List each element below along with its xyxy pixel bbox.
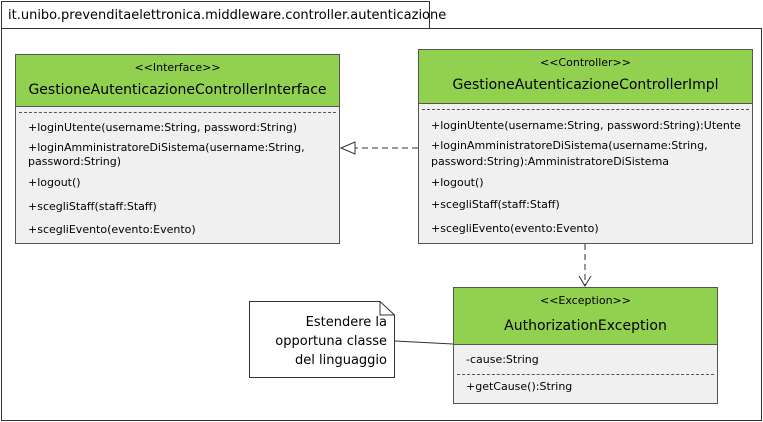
note-line: Estendere la xyxy=(305,315,387,330)
interface-class-name: GestioneAutenticazioneControllerInterfac… xyxy=(28,82,327,98)
note[interactable]: Estendere la opportuna classe del lingua… xyxy=(249,301,395,378)
impl-class-name: GestioneAutenticazioneControllerImpl xyxy=(452,77,719,93)
impl-operation: +loginUtente(username:String, password:S… xyxy=(431,119,741,132)
dependency-arrowhead xyxy=(578,275,592,287)
interface-operation: +loginAmministratoreDiSistema(username:S… xyxy=(28,141,305,154)
impl-operation: +loginAmministratoreDiSistema(username:S… xyxy=(431,139,708,152)
impl-operation: password:String):AmministratoreDiSistema xyxy=(431,155,670,168)
note-line: opportuna classe xyxy=(275,334,387,349)
exception-class-name: AuthorizationException xyxy=(504,318,667,334)
impl-operation: +scegliStaff(staff:Staff) xyxy=(431,198,560,211)
impl-stereotype: <<Controller>> xyxy=(540,56,631,69)
note-shape xyxy=(249,301,395,378)
realization-arrowhead xyxy=(339,141,356,155)
interface-attributes-separator xyxy=(19,112,336,113)
interface-class-header: <<Interface>> GestioneAutenticazioneCont… xyxy=(16,55,339,107)
note-line: del linguaggio xyxy=(295,353,387,368)
exception-class-header: <<Exception>> AuthorizationException xyxy=(454,288,717,345)
package-tab: it.unibo.prevenditaelettronica.middlewar… xyxy=(1,1,446,29)
exception-class[interactable]: <<Exception>> AuthorizationException -ca… xyxy=(453,287,718,404)
interface-operation: +logout() xyxy=(28,176,81,189)
impl-operation: +logout() xyxy=(431,176,484,189)
exception-operations-separator xyxy=(457,374,714,375)
impl-class-header: <<Controller>> GestioneAutenticazioneCon… xyxy=(419,50,752,104)
impl-operation: +scegliEvento(evento:Evento) xyxy=(431,222,599,235)
note-anchor-line xyxy=(394,340,454,345)
impl-attributes-separator xyxy=(422,109,749,110)
interface-class[interactable]: <<Interface>> GestioneAutenticazioneCont… xyxy=(15,54,340,244)
interface-stereotype: <<Interface>> xyxy=(134,61,221,74)
exception-operation: +getCause():String xyxy=(466,380,573,393)
interface-operation: password:String) xyxy=(28,155,122,168)
exception-stereotype: <<Exception>> xyxy=(539,294,631,307)
interface-operation: +scegliEvento(evento:Evento) xyxy=(28,223,196,236)
exception-attribute: -cause:String xyxy=(466,353,539,366)
note-text: Estendere la opportuna classe del lingua… xyxy=(275,313,387,370)
package-name: it.unibo.prevenditaelettronica.middlewar… xyxy=(8,8,447,23)
interface-operation: +scegliStaff(staff:Staff) xyxy=(28,200,157,213)
interface-operation: +loginUtente(username:String, password:S… xyxy=(28,121,298,134)
impl-class[interactable]: <<Controller>> GestioneAutenticazioneCon… xyxy=(418,49,753,244)
